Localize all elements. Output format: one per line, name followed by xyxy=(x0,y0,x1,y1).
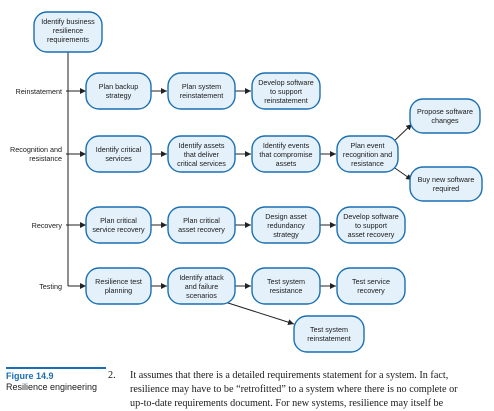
phase-label-testing: Testing xyxy=(39,282,62,291)
edge xyxy=(391,165,413,181)
body-paragraph: 2. It assumes that there is a detailed re… xyxy=(108,369,488,411)
phase-label-recovery: Recovery xyxy=(32,221,63,230)
phase-label-reinstatement: Reinstatement xyxy=(16,87,62,96)
body-line-2: resilience may have to be “retrofitted” … xyxy=(130,384,458,395)
body-line-3: up-to-date requirements document. For ne… xyxy=(130,398,444,409)
figure-number: Figure 14.9 xyxy=(6,367,106,382)
edge xyxy=(224,301,295,326)
figure-title: Resilience engineering xyxy=(6,382,98,392)
edge xyxy=(391,123,413,144)
figure-caption: Figure 14.9 Resilience engineering xyxy=(6,367,116,393)
list-number: 2. xyxy=(108,370,116,381)
body-line-1: It assumes that there is a detailed requ… xyxy=(130,370,449,381)
